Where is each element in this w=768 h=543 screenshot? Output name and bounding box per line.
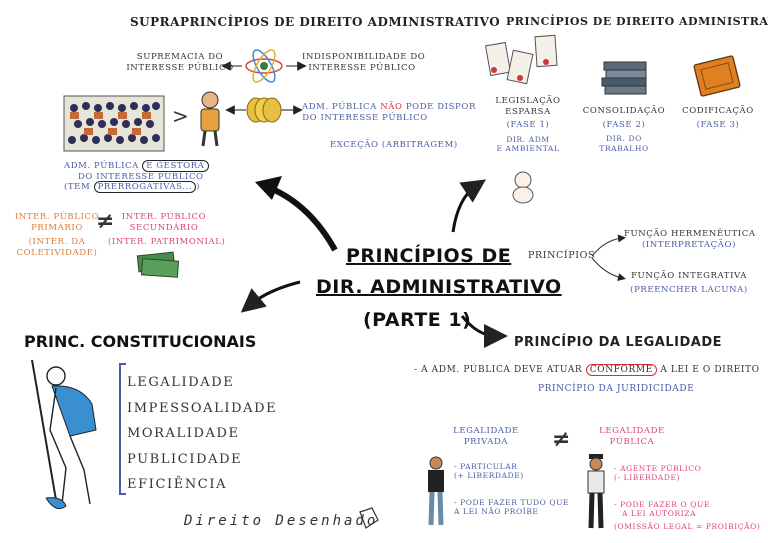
supremacia-label: SUPREMACIA DO INTERESSE PÚBLICO [126,52,234,73]
person-icon [200,91,220,147]
legalidade-title: PRINCÍPIO DA LEGALIDADE [514,335,722,350]
principios-title: PRINCÍPIOS DE DIREITO ADMINISTRATIVO [506,15,768,28]
legalidade-desc: - A ADM. PÚBLICA DEVE ATUAR CONFORME A L… [414,364,760,376]
principio-juridicidade: PRINCÍPIO DA JURIDICIDADE [538,384,695,394]
hand-icon [359,507,379,529]
arrow-icon [591,257,626,281]
supraprincipios-title: SUPRAPRINCÍPIOS DE DIREITO ADMINISTRATIV… [130,15,501,29]
arrow-icon [460,315,508,348]
not-equal-symbol: ≠ [96,209,115,234]
constitucionais-title: PRINC. CONSTITUCIONAIS [24,332,257,351]
janitor-icon [31,359,97,510]
arrow-icon [240,280,301,313]
legislacao-esparsa: LEGISLAÇÃO ESPARSA (FASE 1) DIR. ADM E A… [495,96,561,154]
privada-bullet-2: - PODE FAZER TUDO QUE A LEI NÃO PROÍBE [454,498,570,517]
publica-bullet-1: - AGENTE PÚBLICO (- LIBERDADE) [614,464,702,483]
constitucional-item: LEGALIDADE [127,375,235,390]
arrow-icon [268,185,338,252]
constitucional-item: PUBLICIDADE [127,451,243,467]
center-title-line2: DIR. ADMINISTRATIVO [316,276,562,298]
bracket-icon [119,363,126,495]
man-icon [428,456,444,526]
codificacao: CODIFICAÇÃO (FASE 3) [682,106,754,130]
adm-nao-pode-dispor: ADM. PÚBLICA NÃO PODE DISPOR DO INTERESS… [302,102,476,123]
constitucional-item: IMPESSOALIDADE [127,400,278,416]
scroll-icon [484,34,558,85]
principios-node: PRINCÍPIOS [528,250,596,261]
interesse-primario: INTER. PÚBLICO PRIMÁRIO (INTER. DA COLET… [14,212,100,258]
center-title-line1: PRINCÍPIOS DE [346,245,512,267]
legalidade-publica: LEGALIDADE PÚBLICA [599,426,665,447]
arrow-icon [591,234,626,257]
constitucional-item: EFICIÊNCIA [127,477,228,492]
excecao-arbitragem: EXCEÇÃO (ARBITRAGEM) [330,140,458,150]
publica-bullet-2: - PODE FAZER O QUE A LEI AUTORIZA (OMISS… [614,500,761,531]
officer-icon [587,454,605,529]
books-icon [601,61,647,95]
baby-icon [512,171,534,204]
center-title-line3: (PARTE 1) [363,309,472,331]
atom-icon [245,49,283,83]
arrow-head-icon [255,176,282,200]
legalidade-privada: LEGALIDADE PRIVADA [453,426,519,447]
crowd-icon [63,95,165,152]
money-icon [136,251,180,278]
indisponibilidade-label: INDISPONIBILIDADE DO INTERESSE PÚBLICO [302,52,426,73]
signature: Direito Desenhado [184,513,379,529]
coins-icon [246,97,282,123]
adm-gestora: ADM. PÚBLICA É GESTORA DO INTERESSE PÚBL… [64,160,209,194]
greater-than-symbol: > [172,104,189,128]
funcao-hermeneutica: FUNÇÃO HERMENÊUTICA (INTERPRETAÇÃO) [624,229,756,250]
interesse-secundario: INTER. PÚBLICO SECUNDÁRIO (INTER. PATRIM… [108,212,226,248]
consolidacao: CONSOLIDAÇÃO (FASE 2) DIR. DO TRABALHO [582,106,666,153]
not-equal-symbol-2: ≠ [552,427,571,452]
privada-bullet-1: - PARTICULAR (+ LIBERDADE) [454,462,524,481]
funcao-integrativa: FUNÇÃO INTEGRATIVA (PREENCHER LACUNA) [630,271,748,295]
constitucionais-list: LEGALIDADE IMPESSOALIDADE MORALIDADE PUB… [127,370,277,498]
arrow-icon [451,179,486,233]
constitucional-item: MORALIDADE [127,426,240,441]
book-icon [693,55,741,97]
